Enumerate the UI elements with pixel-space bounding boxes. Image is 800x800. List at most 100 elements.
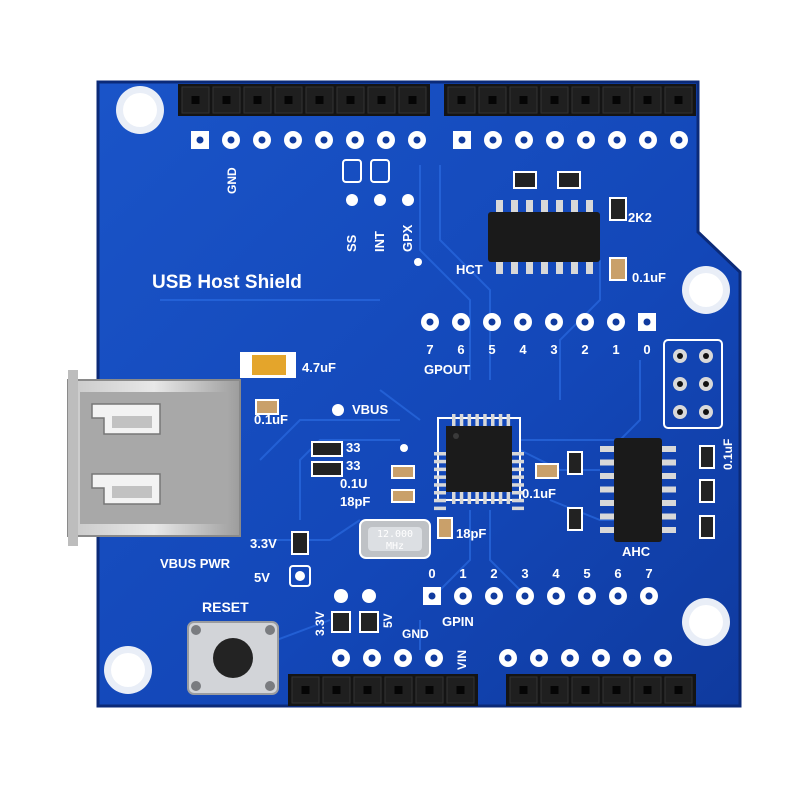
smd-parts-top bbox=[513, 171, 627, 281]
top-pad-row bbox=[191, 131, 688, 149]
reset-button[interactable] bbox=[187, 621, 279, 695]
header-socket bbox=[674, 96, 683, 104]
chip-pin bbox=[491, 414, 495, 426]
label-vbus: VBUS bbox=[352, 402, 388, 417]
label-reset[interactable]: RESET bbox=[202, 599, 249, 615]
chip-pin bbox=[600, 446, 614, 452]
pad-hole bbox=[675, 136, 683, 144]
header-socket bbox=[550, 686, 559, 694]
chip-pin bbox=[434, 467, 446, 472]
header-socket bbox=[222, 96, 231, 104]
gpin-pin-number: 4 bbox=[552, 566, 560, 581]
chip-pin bbox=[526, 200, 533, 212]
label-cap-left: 0.1uF bbox=[254, 412, 288, 427]
chip-pin bbox=[662, 513, 676, 520]
header-socket bbox=[363, 686, 372, 694]
pad-hole bbox=[628, 654, 636, 662]
chip-pin bbox=[662, 486, 676, 493]
header-cell bbox=[322, 676, 351, 704]
chip-pin bbox=[571, 262, 578, 274]
chip-pin bbox=[459, 414, 464, 426]
pad-hole bbox=[258, 136, 266, 144]
gpin-pin-number: 1 bbox=[459, 566, 466, 581]
label-ss: SS bbox=[344, 234, 359, 252]
gpout-pin-number: 5 bbox=[488, 342, 495, 357]
pad-hole bbox=[504, 654, 512, 662]
header-socket bbox=[612, 96, 621, 104]
chip-pin bbox=[526, 262, 533, 274]
label-gpx: GPX bbox=[400, 224, 415, 252]
chip-pin bbox=[498, 492, 503, 504]
pad-hole bbox=[645, 592, 653, 600]
ss-int-gpx-pads bbox=[342, 159, 414, 206]
label-gnd-top: GND bbox=[225, 167, 239, 194]
pad-hole bbox=[413, 136, 421, 144]
chip-pin bbox=[541, 262, 548, 274]
chip-pin bbox=[586, 262, 593, 274]
chip-pin bbox=[662, 446, 676, 452]
pad-hole bbox=[289, 136, 297, 144]
header-socket bbox=[346, 96, 355, 104]
hct-logic-chip bbox=[488, 200, 600, 274]
gpout-pin-number: 1 bbox=[612, 342, 619, 357]
chip-pin bbox=[512, 459, 524, 464]
chip-pin bbox=[496, 262, 503, 274]
pin1-marker bbox=[453, 433, 459, 439]
pad-hole bbox=[459, 592, 467, 600]
gpin-pin-number: 5 bbox=[583, 566, 590, 581]
label-gpin: GPIN bbox=[442, 614, 474, 629]
pad-hole bbox=[489, 136, 497, 144]
pad-hole bbox=[613, 136, 621, 144]
chip-pin bbox=[662, 500, 676, 506]
chip-pin bbox=[512, 483, 524, 487]
gpout-pin-number: 0 bbox=[643, 342, 650, 357]
gpin-pin-number: 2 bbox=[490, 566, 497, 581]
header-socket bbox=[612, 686, 621, 694]
chip-pin bbox=[434, 506, 446, 511]
label-gnd-bottom: GND bbox=[402, 627, 429, 641]
chip-pin bbox=[452, 414, 456, 426]
label-vbus-pwr: VBUS PWR bbox=[160, 556, 231, 571]
chip-pin bbox=[600, 500, 614, 506]
pad-hole bbox=[550, 318, 558, 326]
pad-hole bbox=[368, 654, 376, 662]
resistors-33 bbox=[311, 441, 415, 503]
chip-pin bbox=[483, 414, 487, 426]
ahc-logic-chip bbox=[600, 438, 676, 542]
header-socket bbox=[674, 686, 683, 694]
usb-a-connector bbox=[67, 370, 241, 546]
pad-hole bbox=[582, 136, 590, 144]
smd-parts-right bbox=[535, 445, 715, 539]
pad-hole bbox=[552, 592, 560, 600]
chip-pin bbox=[600, 513, 614, 520]
chip-pin bbox=[434, 491, 446, 495]
label-r33-b: 33 bbox=[346, 458, 360, 473]
pad-hole bbox=[519, 318, 527, 326]
chip-pin bbox=[600, 527, 614, 533]
pad-hole bbox=[490, 592, 498, 600]
label-3v3-bottom: 3.3V bbox=[313, 611, 327, 636]
chip-pin bbox=[475, 492, 479, 504]
chip-pin bbox=[511, 262, 518, 274]
test-pad bbox=[414, 258, 422, 266]
header-socket bbox=[519, 686, 528, 694]
header-socket bbox=[581, 686, 590, 694]
chip-pin bbox=[662, 527, 676, 533]
chip-pin bbox=[512, 506, 524, 511]
label-cap-18pf-b: 18pF bbox=[456, 526, 486, 541]
label-gpout: GPOUT bbox=[424, 362, 470, 377]
chip-pin bbox=[512, 491, 524, 495]
label-cap-01u: 0.1U bbox=[340, 476, 367, 491]
gpin-pad-row bbox=[423, 587, 658, 605]
chip-pin bbox=[452, 492, 456, 504]
pad-hole bbox=[351, 136, 359, 144]
header-socket bbox=[425, 686, 434, 694]
bottom-pad-row bbox=[332, 649, 672, 667]
chip-pin bbox=[512, 467, 524, 472]
gpout-pin-number: 6 bbox=[457, 342, 464, 357]
pad-hole bbox=[382, 136, 390, 144]
pad-hole bbox=[644, 136, 652, 144]
header-socket bbox=[456, 686, 465, 694]
